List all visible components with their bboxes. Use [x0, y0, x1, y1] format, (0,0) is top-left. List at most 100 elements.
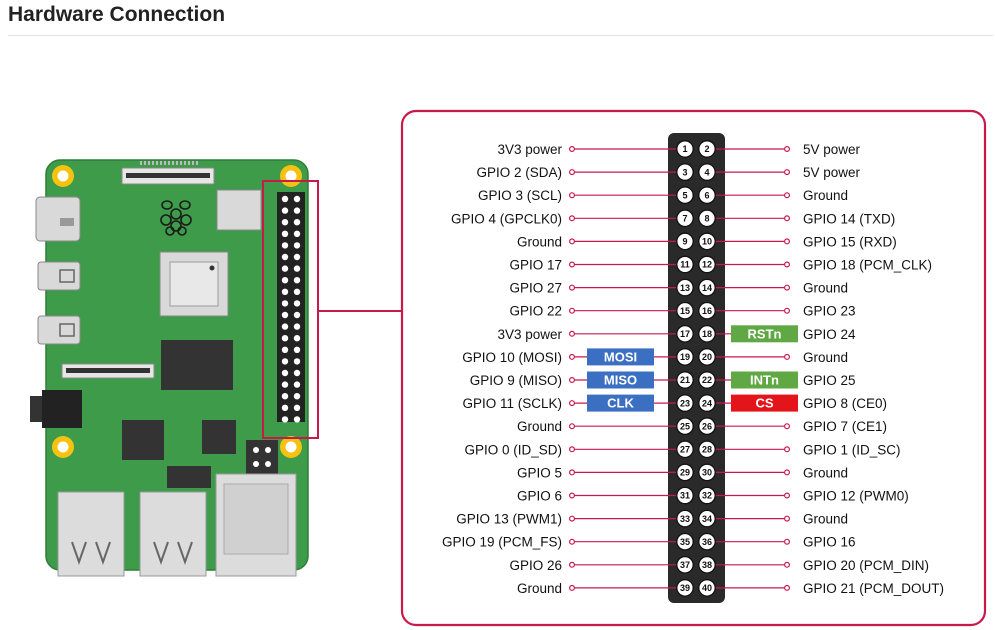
pin-label-right: GPIO 14 (TXD)	[803, 211, 895, 226]
pin-label-right: GPIO 25	[803, 373, 856, 388]
pin-terminal-icon	[783, 215, 790, 222]
pin-terminal-icon	[783, 146, 790, 153]
pin-number-icon	[698, 371, 716, 389]
pin-number-icon	[698, 532, 716, 551]
board-pin-icon	[281, 369, 289, 377]
pin-number: 7	[682, 214, 687, 224]
pin-terminal-icon	[568, 492, 575, 499]
pin-terminal-icon	[568, 215, 575, 222]
mounting-hole-icon	[280, 165, 302, 187]
signal-tag-label: CLK	[607, 396, 634, 411]
hdmi-port-icon	[37, 315, 81, 345]
pin-label-right: GPIO 23	[803, 304, 856, 319]
board-pin-icon	[281, 195, 289, 203]
signal-tag-cs: CS	[731, 394, 798, 412]
pin-terminal-icon	[783, 538, 790, 545]
pin-number: 6	[704, 190, 709, 200]
pin-number: 24	[702, 398, 712, 408]
ram-chip-icon	[161, 340, 233, 390]
signal-tag-label: MOSI	[604, 349, 637, 364]
pin-number-icon	[676, 232, 694, 251]
page-title: Hardware Connection	[8, 3, 226, 26]
pin-label-left: Ground	[517, 419, 562, 434]
pin-number: 39	[680, 583, 690, 593]
board-pin-icon	[281, 207, 289, 214]
pin-label-left: Ground	[517, 234, 562, 249]
board-pin-icon	[281, 404, 289, 411]
pin-terminal-icon	[783, 192, 790, 199]
pin-number: 14	[702, 283, 712, 293]
board-pin-icon	[281, 346, 289, 353]
header-highlight-box	[262, 180, 319, 439]
pin-terminal-icon	[568, 377, 575, 384]
signal-tag-bg	[731, 325, 798, 343]
pin-terminal-icon	[783, 584, 790, 591]
pin-label-left: GPIO 27	[509, 281, 562, 296]
raspberry-logo-icon	[160, 200, 192, 236]
pin-number-icon	[676, 486, 694, 505]
pin-number-icon	[698, 440, 716, 459]
pin-number-icon	[698, 509, 716, 528]
pin-number-icon	[698, 186, 716, 205]
pin-number-icon	[676, 278, 694, 297]
signal-tag-label: MISO	[604, 373, 637, 388]
board-pin-icon	[281, 416, 289, 423]
signal-tag-label: CS	[755, 396, 773, 411]
pin-number-icon	[676, 324, 694, 343]
pin-header-strip	[668, 133, 725, 603]
pin-number-icon	[698, 209, 716, 228]
pin-number: 37	[680, 560, 690, 570]
pin-number: 8	[704, 214, 709, 224]
pin-number: 38	[702, 560, 712, 570]
pin-number: 32	[702, 491, 712, 501]
pin-label-right: GPIO 21 (PCM_DOUT)	[803, 581, 944, 596]
processor-icon	[159, 251, 229, 317]
pin-terminal-icon	[783, 353, 790, 360]
pin-number-icon	[676, 163, 694, 181]
pin-label-right: GPIO 15 (RXD)	[803, 234, 897, 249]
signal-tag-mosi: MOSI	[587, 348, 654, 366]
signal-tag-bg	[587, 348, 654, 366]
pin-label-right: GPIO 12 (PWM0)	[803, 489, 909, 504]
pin-terminal-icon	[783, 492, 790, 499]
board-pin-icon	[293, 358, 301, 365]
pin-number: 16	[702, 306, 712, 316]
pin-terminal-icon	[783, 515, 790, 522]
pin-label-right: Ground	[803, 350, 848, 365]
board-pin-icon	[281, 381, 289, 388]
pin-number: 29	[680, 468, 690, 478]
audio-jack-icon	[30, 390, 82, 428]
pin-terminal-icon	[568, 469, 575, 476]
board-pin-icon	[281, 300, 289, 307]
board-pin-icon	[281, 288, 289, 295]
poe-header-icon	[246, 440, 278, 474]
board-pin-icon	[281, 253, 289, 261]
board-pin-icon	[293, 207, 301, 214]
pin-number: 23	[680, 398, 690, 408]
pin-label-left: GPIO 9 (MISO)	[470, 373, 562, 388]
pin-number: 12	[702, 260, 712, 270]
signal-tag-clk: CLK	[587, 394, 654, 412]
pin-number-icon	[676, 186, 694, 205]
pmic-chip-icon	[167, 466, 211, 488]
pin-terminal-icon	[568, 446, 575, 453]
pin-terminal-icon	[568, 284, 575, 291]
pin-label-left: GPIO 5	[517, 465, 562, 480]
pin-terminal-icon	[568, 238, 575, 245]
board-pin-icon	[293, 393, 301, 400]
signal-tag-bg	[587, 371, 654, 389]
pin-label-left: 3V3 power	[497, 327, 562, 342]
signal-tag-rstn: RSTn	[731, 325, 798, 343]
pin-number: 20	[702, 352, 712, 362]
pin-label-right: Ground	[803, 465, 848, 480]
pin-terminal-icon	[568, 192, 575, 199]
